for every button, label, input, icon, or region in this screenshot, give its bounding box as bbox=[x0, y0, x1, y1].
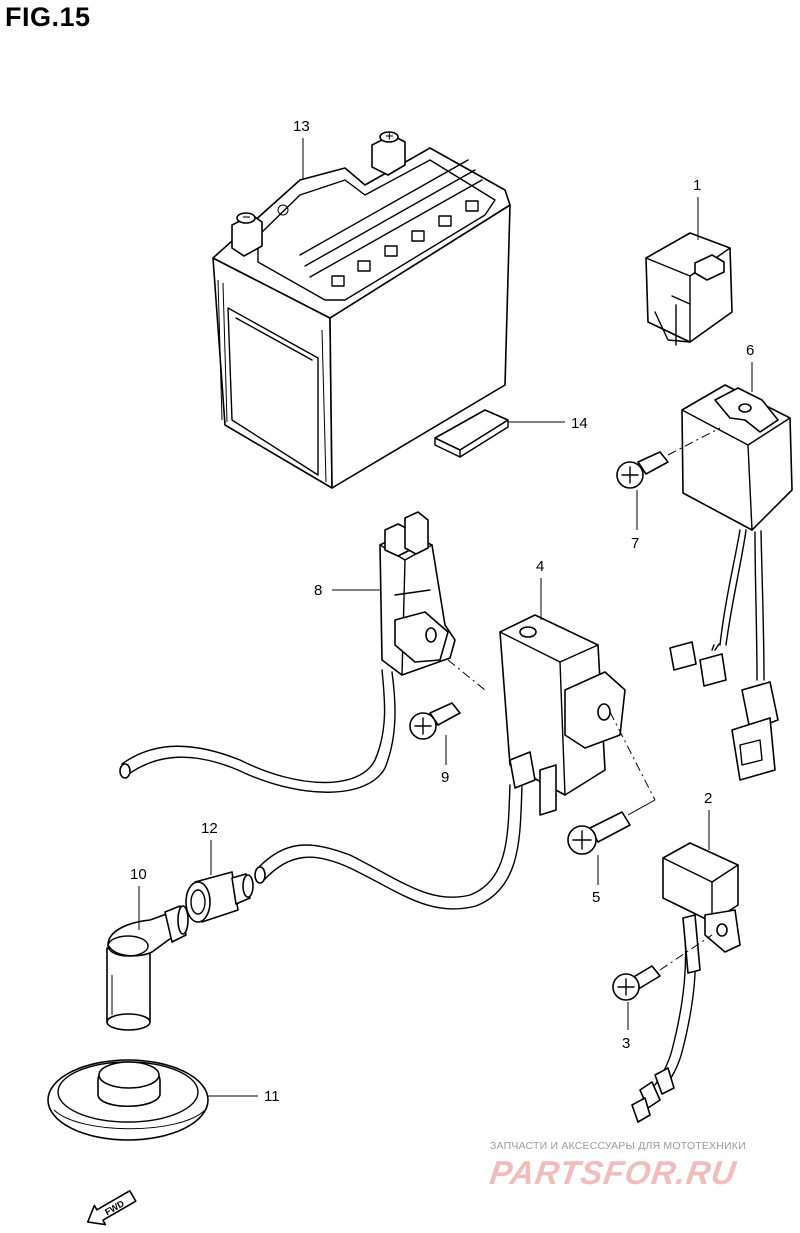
battery-positive-terminal: + bbox=[371, 128, 406, 176]
battery-negative-terminal: − bbox=[231, 209, 263, 257]
callout-11: 11 bbox=[264, 1088, 280, 1105]
screw-7-part[interactable] bbox=[616, 451, 669, 489]
callout-10: 10 bbox=[130, 866, 147, 883]
callout-5: 5 bbox=[592, 889, 600, 906]
plug-cap-connector-part[interactable] bbox=[185, 871, 254, 923]
watermark: ЗАПЧАСТИ И АКСЕССУАРЫ ДЛЯ МОТОТЕХНИКИ PA… bbox=[487, 1140, 790, 1192]
watermark-logo: PARTSFOR.RU bbox=[487, 1154, 739, 1191]
relay-part[interactable] bbox=[645, 232, 733, 346]
cdi-unit-part[interactable] bbox=[669, 384, 793, 781]
ignition-coil-8-part[interactable] bbox=[119, 511, 456, 793]
rubber-boot-part[interactable] bbox=[47, 1059, 209, 1141]
callout-12: 12 bbox=[201, 820, 218, 837]
screw-5-part[interactable] bbox=[567, 811, 631, 855]
callout-13: 13 bbox=[293, 118, 310, 135]
callout-14: 14 bbox=[571, 415, 588, 432]
battery-part[interactable]: − + bbox=[212, 128, 511, 489]
spark-plug-cap-part[interactable] bbox=[106, 905, 189, 1031]
callout-2: 2 bbox=[704, 790, 712, 807]
battery-vent-caps bbox=[331, 200, 479, 287]
callout-7: 7 bbox=[631, 535, 639, 552]
svg-text:−: − bbox=[242, 209, 251, 226]
figure-title: FIG.15 bbox=[5, 2, 91, 32]
ignition-coil-4-part[interactable] bbox=[254, 614, 626, 910]
callout-9: 9 bbox=[441, 769, 449, 786]
callout-4: 4 bbox=[536, 558, 544, 575]
svg-text:+: + bbox=[385, 128, 394, 145]
callout-1: 1 bbox=[693, 177, 701, 194]
screw-3-part[interactable] bbox=[612, 965, 661, 1001]
callout-8: 8 bbox=[314, 582, 322, 599]
callout-3: 3 bbox=[622, 1035, 630, 1052]
watermark-caption: ЗАПЧАСТИ И АКСЕССУАРЫ ДЛЯ МОТОТЕХНИКИ bbox=[490, 1140, 746, 1152]
screw-9-part[interactable] bbox=[409, 702, 461, 740]
callout-6: 6 bbox=[746, 342, 754, 359]
forward-direction-arrow: FWD bbox=[86, 1190, 137, 1226]
regulator-part[interactable] bbox=[631, 842, 741, 1123]
